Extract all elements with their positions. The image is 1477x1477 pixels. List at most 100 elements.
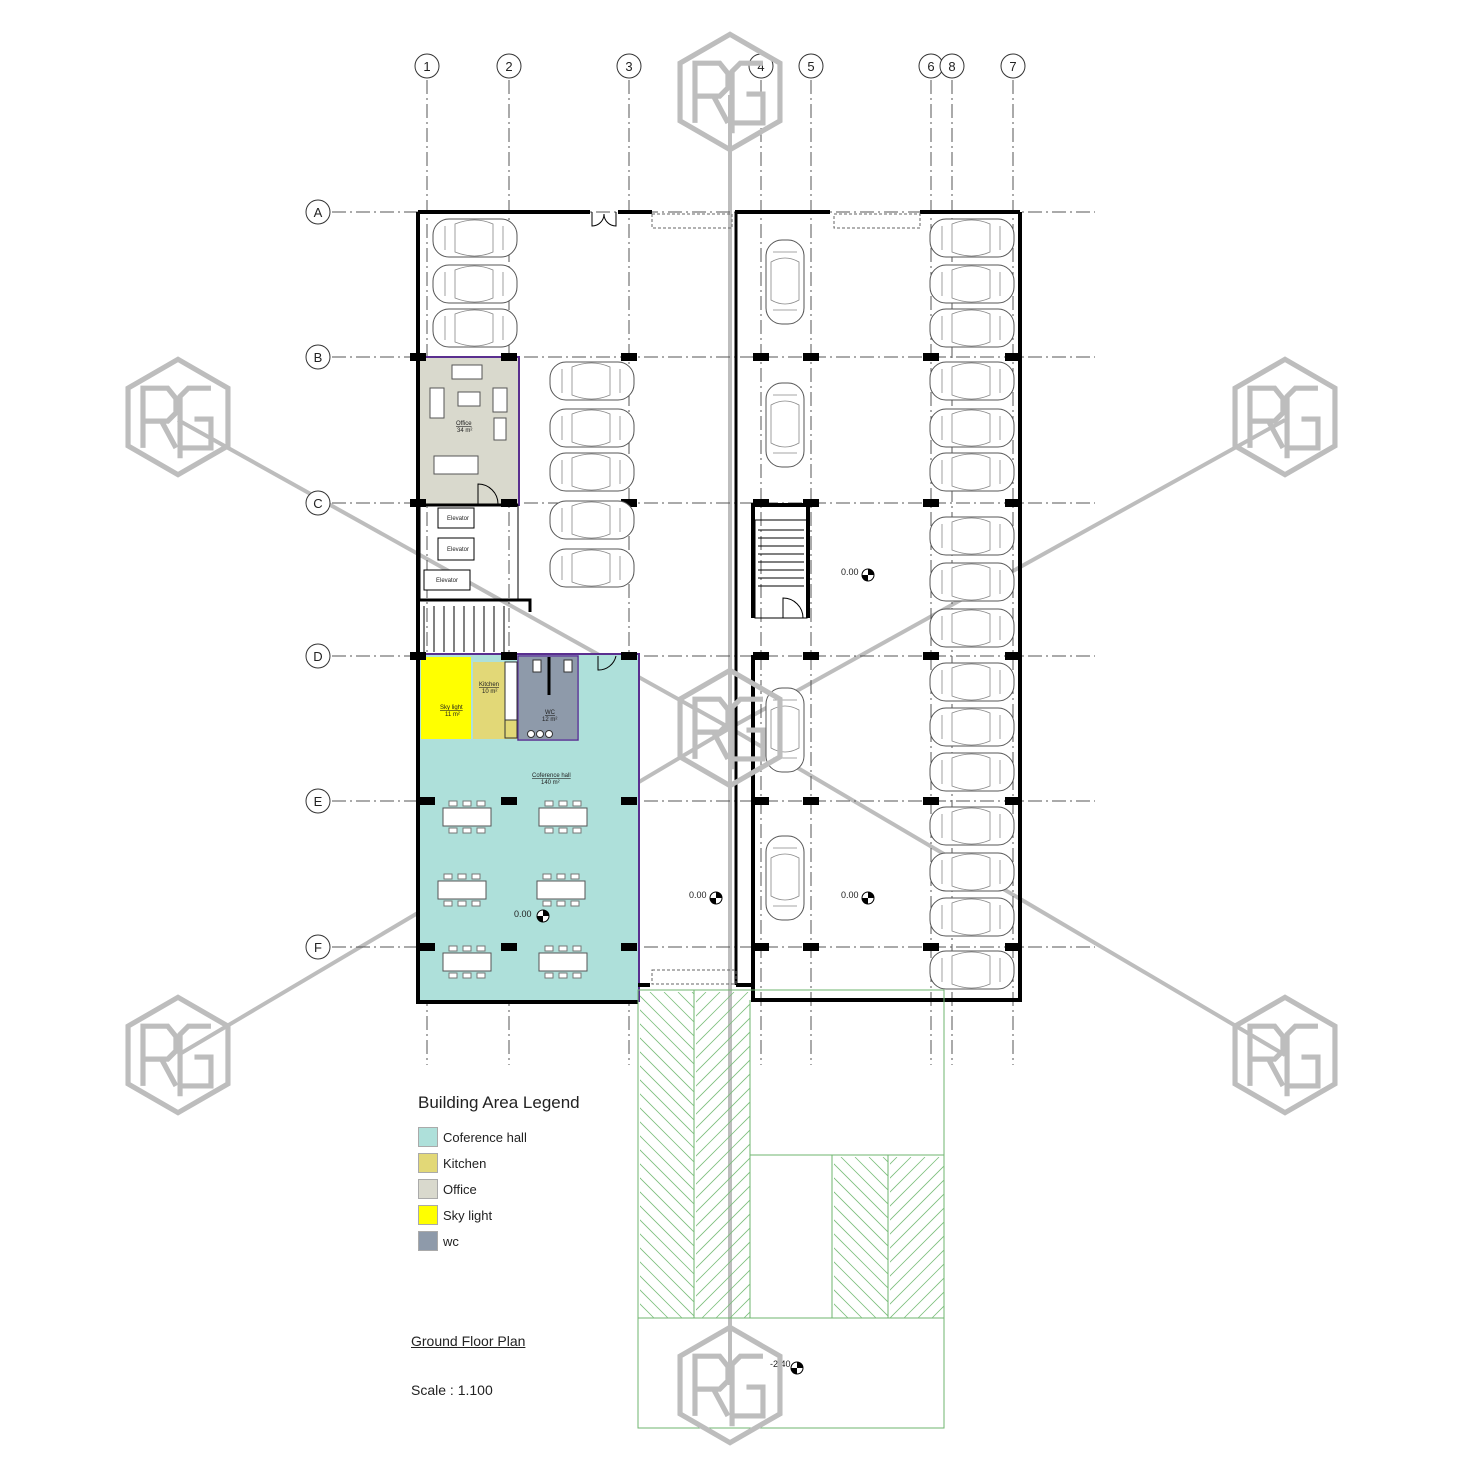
- structural-column: [621, 797, 637, 805]
- legend-item-wc: wc: [418, 1231, 459, 1251]
- kitchen-label: Kitchen: [479, 682, 499, 688]
- elevator-2-label: Elevator: [447, 547, 469, 553]
- office-door: [477, 483, 499, 505]
- structural-column: [923, 797, 939, 805]
- elevator-3: [423, 569, 471, 591]
- grid-label-col-1: 1: [423, 59, 430, 74]
- dining-table: [437, 873, 487, 907]
- legend-label-skylight: Sky light: [443, 1207, 493, 1223]
- structural-column: [410, 652, 426, 660]
- watermark-logo: [1232, 994, 1338, 1116]
- hall-tables: [437, 800, 588, 979]
- svg-text:0.00: 0.00: [841, 890, 859, 900]
- parked-car: [765, 239, 805, 325]
- grid-bubble-row-A: [305, 199, 331, 225]
- grid-label-row-C: C: [313, 496, 322, 511]
- watermark-logo: [125, 994, 231, 1116]
- legend-item-hall: Coference hall: [418, 1127, 527, 1147]
- grid-bubble-row-E: [305, 788, 331, 814]
- grid-bubble-col-3: [616, 53, 642, 79]
- parked-car: [929, 608, 1015, 648]
- structural-column: [753, 797, 769, 805]
- plan-title: Ground Floor Plan: [411, 1333, 526, 1349]
- parked-car: [432, 308, 518, 348]
- grid-label-col-6: 6: [927, 59, 934, 74]
- grid-label-row-B: B: [314, 350, 323, 365]
- parked-car: [929, 218, 1015, 258]
- legend-label-wc: wc: [443, 1233, 459, 1249]
- grid-bubble-col-7: [1000, 53, 1026, 79]
- hatch-panel: [640, 992, 694, 1318]
- ramp-hatch: [640, 992, 944, 1318]
- parked-car: [929, 361, 1015, 401]
- structural-column: [803, 652, 819, 660]
- grid-label-row-E: E: [314, 794, 323, 809]
- grid-label-col-4: 4: [757, 59, 764, 74]
- watermark-logo: [677, 1324, 783, 1446]
- watermark-logo: [677, 667, 783, 789]
- wc-label: WC: [545, 710, 556, 716]
- parked-car: [929, 707, 1015, 747]
- structural-columns: [410, 353, 1021, 951]
- dining-table: [538, 800, 588, 834]
- office-furniture: [429, 364, 508, 475]
- grid-label-col-8: 8: [948, 59, 955, 74]
- parked-car: [549, 452, 635, 492]
- grid-bubble-row-C: [305, 490, 331, 516]
- parked-car: [929, 264, 1015, 304]
- office-area: 34 m²: [457, 428, 472, 434]
- ramp-area: [637, 989, 945, 1429]
- elevator-2: [437, 537, 475, 561]
- grid-bubble-col-1: [414, 53, 440, 79]
- stair-left: [423, 606, 505, 652]
- grid-label-col-2: 2: [505, 59, 512, 74]
- level-marker-hall: 0.00: [514, 909, 550, 923]
- structural-column: [621, 652, 637, 660]
- parked-car: [765, 382, 805, 468]
- structural-column: [1005, 353, 1021, 361]
- parked-car: [929, 408, 1015, 448]
- structural-column: [803, 353, 819, 361]
- kitchen-counter: [504, 661, 518, 739]
- stair-right: [758, 529, 804, 587]
- hall-area: 140 m²: [541, 780, 560, 786]
- skylight-label: Sky light: [440, 705, 463, 711]
- exterior-wall-left: [416, 212, 638, 1004]
- hall-door: [597, 655, 617, 671]
- structural-column: [501, 353, 517, 361]
- legend-label-office: Office: [443, 1181, 477, 1197]
- structural-column: [410, 499, 426, 507]
- wc-outline: [517, 655, 579, 741]
- structural-column: [501, 499, 517, 507]
- parked-car: [765, 835, 805, 921]
- parked-car: [432, 218, 518, 258]
- grid-bubble-col-2: [496, 53, 522, 79]
- elevator-1: [437, 507, 475, 529]
- parked-car: [929, 897, 1015, 937]
- wc-fixtures: [527, 657, 573, 738]
- structural-column: [410, 353, 426, 361]
- level-marker-right-lower: 0.00: [841, 890, 875, 905]
- legend-swatch-wc: [418, 1231, 438, 1251]
- legend-swatch-hall: [418, 1127, 438, 1147]
- watermark-logo: [125, 356, 231, 478]
- grid-bubble-row-B: [305, 344, 331, 370]
- structural-column: [753, 499, 769, 507]
- structural-column: [1005, 943, 1021, 951]
- wc-area: 12 m²: [542, 717, 557, 723]
- grid-label-col-3: 3: [625, 59, 632, 74]
- structural-column: [753, 652, 769, 660]
- parked-car: [549, 361, 635, 401]
- structural-column: [923, 353, 939, 361]
- skylight-area: 11 m²: [445, 712, 460, 718]
- parked-car: [929, 516, 1015, 556]
- structural-column: [803, 943, 819, 951]
- core-walls: [420, 503, 532, 612]
- hatch-panel: [696, 992, 750, 1318]
- grid-bubble-row-F: [305, 934, 331, 960]
- legend-label-hall: Coference hall: [443, 1129, 527, 1145]
- office-label: Office: [456, 421, 472, 427]
- opening-bottom: [651, 969, 737, 985]
- structural-column: [923, 943, 939, 951]
